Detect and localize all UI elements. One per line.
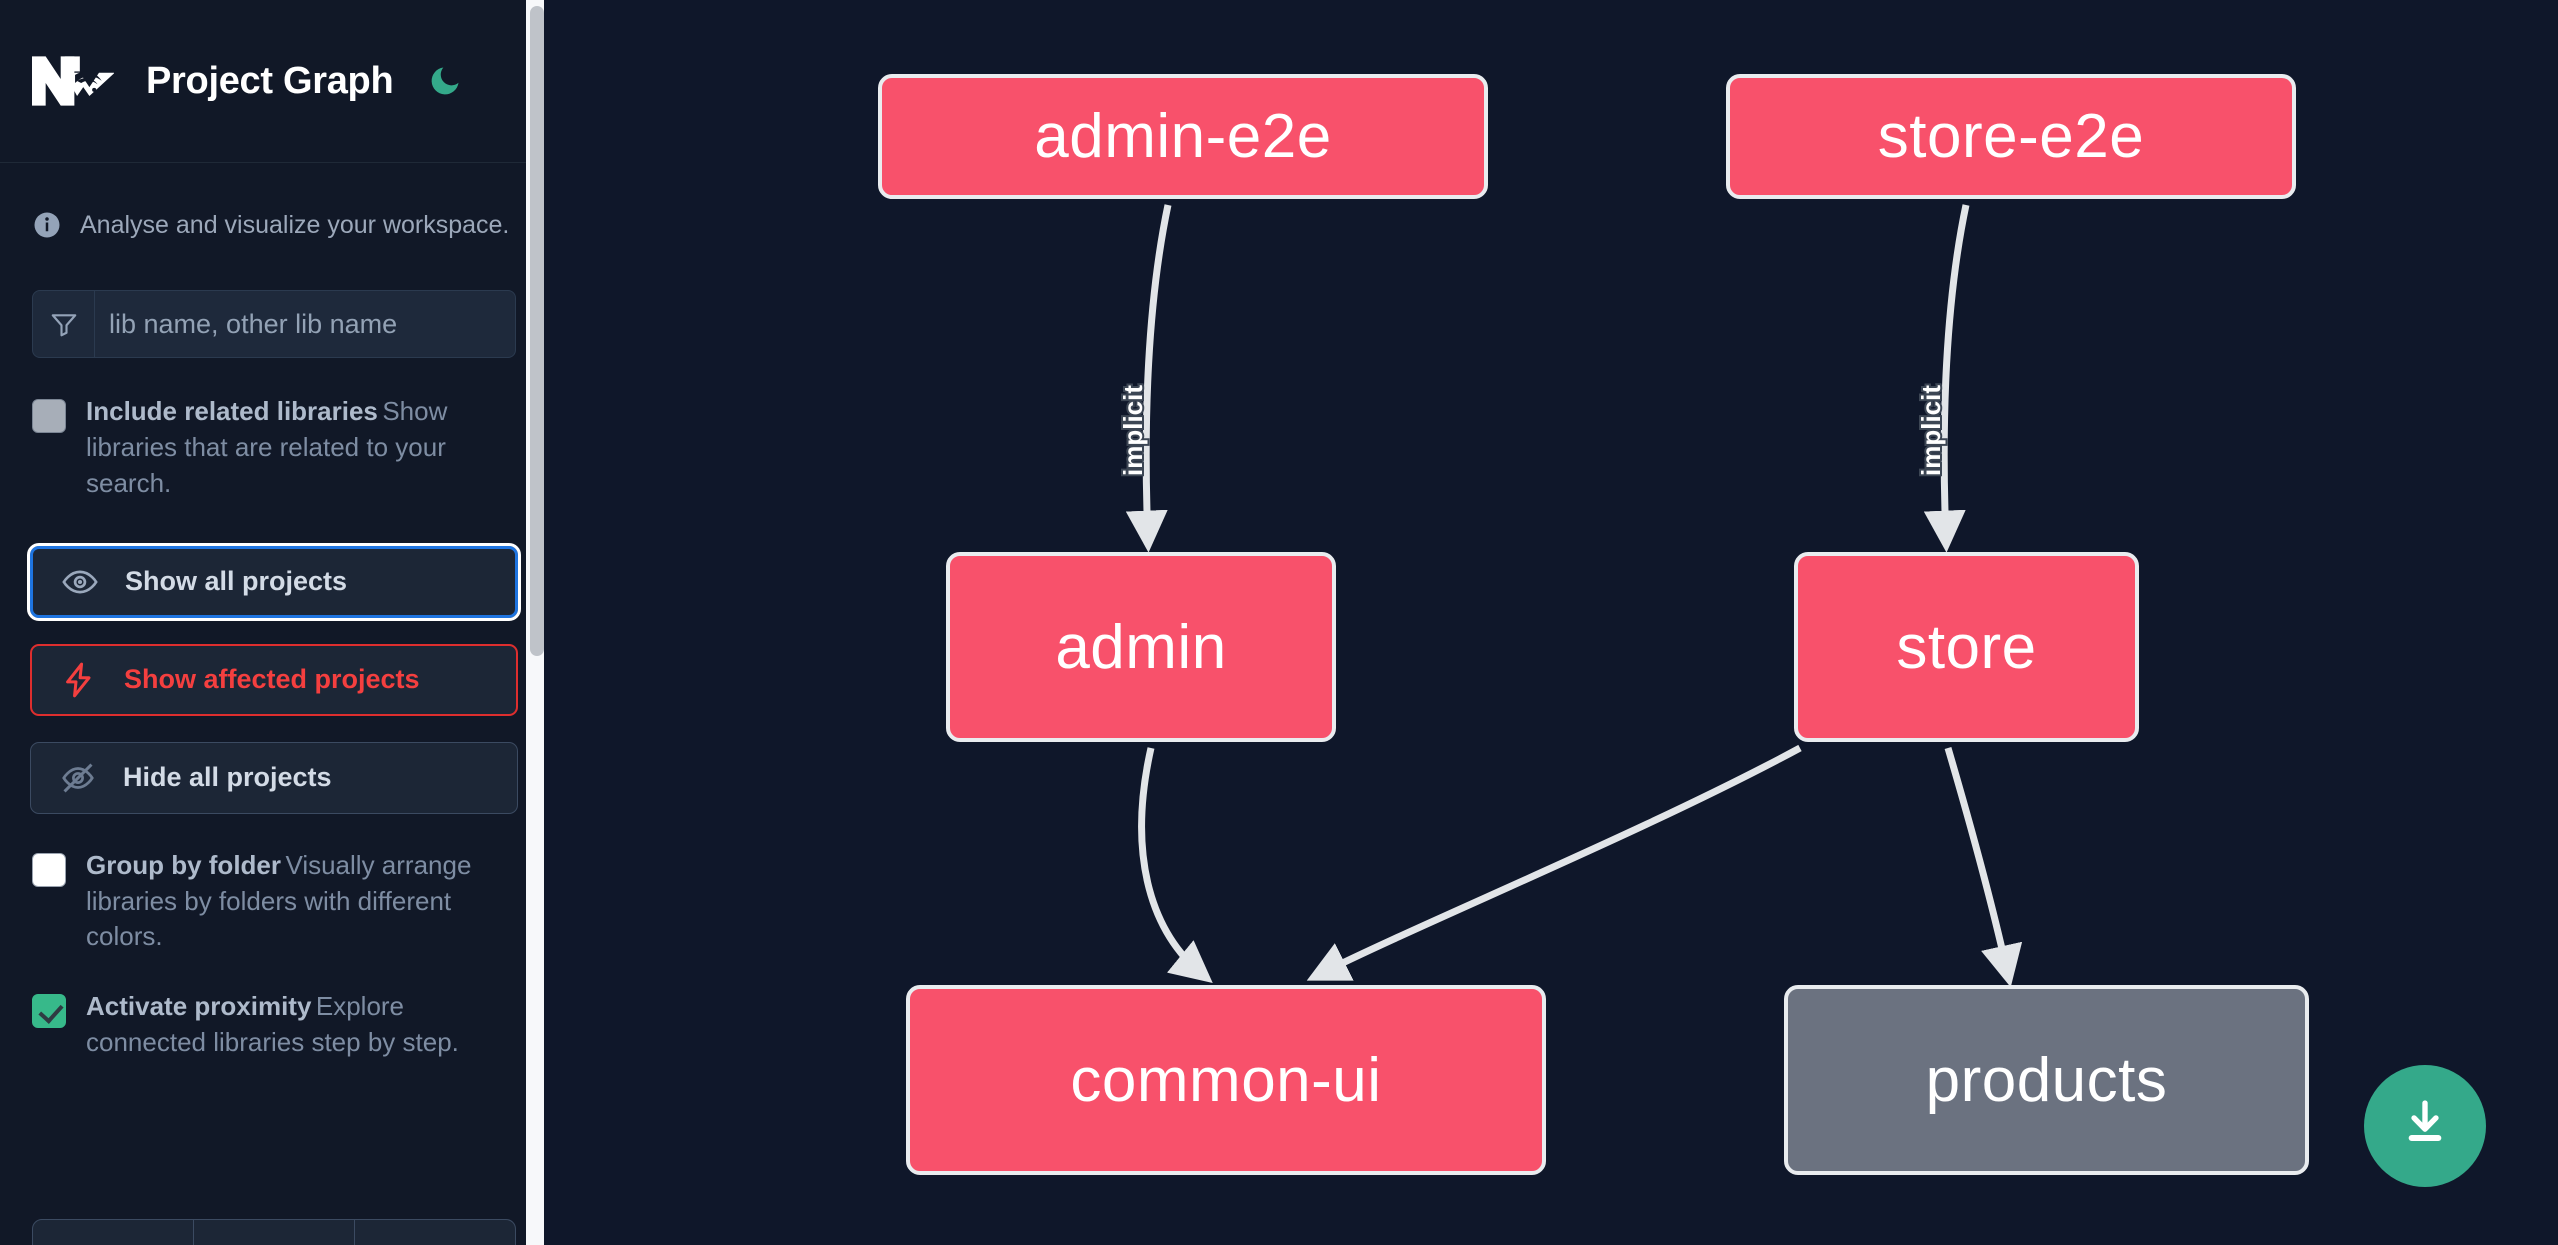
- checkbox-include-related-libraries-label: Include related libraries: [86, 396, 378, 426]
- graph-node-admin-e2e-label: admin-e2e: [1034, 102, 1332, 171]
- checkbox-activate-proximity-description: Explore connected libraries step by step…: [86, 991, 459, 1058]
- graph-edges: [1125, 204, 2023, 988]
- download-icon: [2397, 1096, 2453, 1157]
- graph-node-store-e2e-label: store-e2e: [1877, 102, 2145, 171]
- graph-node-admin[interactable]: admin: [946, 552, 1336, 742]
- sidebar: Project Graph Analyse and visualize your…: [0, 0, 548, 1245]
- sidebar-scrollbar[interactable]: [526, 0, 548, 1245]
- segment-option-1[interactable]: [33, 1220, 194, 1245]
- info-circle-icon: [32, 210, 62, 240]
- checkbox-include-related-libraries-box[interactable]: [32, 399, 66, 433]
- hide-all-projects-button[interactable]: Hide all projects: [30, 741, 518, 814]
- graph-node-products-label: products: [1925, 1045, 2168, 1115]
- filter-funnel-icon: [33, 291, 95, 357]
- graph-node-products[interactable]: products: [1784, 985, 2309, 1175]
- show-affected-projects-button[interactable]: Show affected projects: [30, 643, 518, 716]
- graph-node-admin-e2e[interactable]: admin-e2e: [878, 74, 1488, 199]
- show-all-projects-button[interactable]: Show all projects: [27, 542, 521, 621]
- proximity-segmented-control[interactable]: [32, 1219, 516, 1245]
- graph-canvas[interactable]: admin-e2e store-e2e admin store common-u…: [548, 0, 2558, 1245]
- graph-node-store-label: store: [1896, 612, 2037, 682]
- tagline: Analyse and visualize your workspace.: [0, 163, 548, 240]
- edge-store-e2e-to-store: [1923, 204, 1970, 553]
- show-affected-projects-label: Show affected projects: [124, 664, 420, 695]
- segment-option-2[interactable]: [194, 1220, 355, 1245]
- hide-all-projects-label: Hide all projects: [123, 762, 332, 793]
- graph-node-store-e2e[interactable]: store-e2e: [1726, 74, 2296, 199]
- filter-row[interactable]: [32, 290, 516, 358]
- edge-store-to-products: [1944, 747, 2023, 988]
- sidebar-header: Project Graph: [0, 0, 548, 163]
- graph-node-common-ui[interactable]: common-ui: [906, 985, 1546, 1175]
- checkbox-activate-proximity-box[interactable]: [32, 994, 66, 1029]
- checkbox-include-related-libraries[interactable]: Include related libraries Show libraries…: [32, 394, 516, 502]
- eye-icon: [61, 563, 99, 601]
- graph-node-common-ui-label: common-ui: [1070, 1045, 1382, 1115]
- checkbox-group-by-folder-description: Visually arrange libraries by folders wi…: [86, 849, 472, 952]
- edge-label-admin-e2e-to-admin: implicit: [1116, 383, 1150, 478]
- edge-admin-to-common-ui: [1138, 747, 1213, 983]
- show-all-projects-label: Show all projects: [125, 566, 348, 597]
- action-buttons: Show all projects Show affected projects: [27, 542, 521, 814]
- download-graph-button[interactable]: [2364, 1065, 2486, 1187]
- moon-icon[interactable]: [425, 61, 465, 101]
- checkbox-include-related-libraries-description: Show libraries that are related to your …: [86, 396, 448, 498]
- page-title: Project Graph: [146, 59, 394, 102]
- search-input[interactable]: [95, 291, 515, 357]
- segment-option-3[interactable]: [355, 1220, 515, 1245]
- checkbox-activate-proximity-label: Activate proximity: [86, 991, 312, 1022]
- graph-node-admin-label: admin: [1055, 612, 1227, 682]
- checkbox-group-by-folder[interactable]: Group by folder Visually arrange librari…: [32, 848, 516, 956]
- checkbox-group-by-folder-label: Group by folder: [86, 849, 281, 880]
- sidebar-divider: [544, 0, 548, 1245]
- eye-slash-icon: [59, 759, 97, 797]
- edge-admin-e2e-to-admin: [1125, 204, 1172, 553]
- tagline-text: Analyse and visualize your workspace.: [80, 210, 510, 239]
- checkbox-group-by-folder-box[interactable]: [32, 852, 66, 887]
- lightning-bolt-icon: [60, 661, 98, 699]
- edge-label-store-e2e-to-store: implicit: [1914, 383, 1948, 478]
- edge-store-to-common-ui: [1306, 744, 1802, 981]
- nx-logo-icon: [32, 52, 115, 110]
- graph-node-store[interactable]: store: [1794, 552, 2139, 742]
- checkbox-activate-proximity[interactable]: Activate proximity Explore connected lib…: [32, 989, 516, 1061]
- sidebar-scrollbar-thumb[interactable]: [530, 6, 544, 656]
